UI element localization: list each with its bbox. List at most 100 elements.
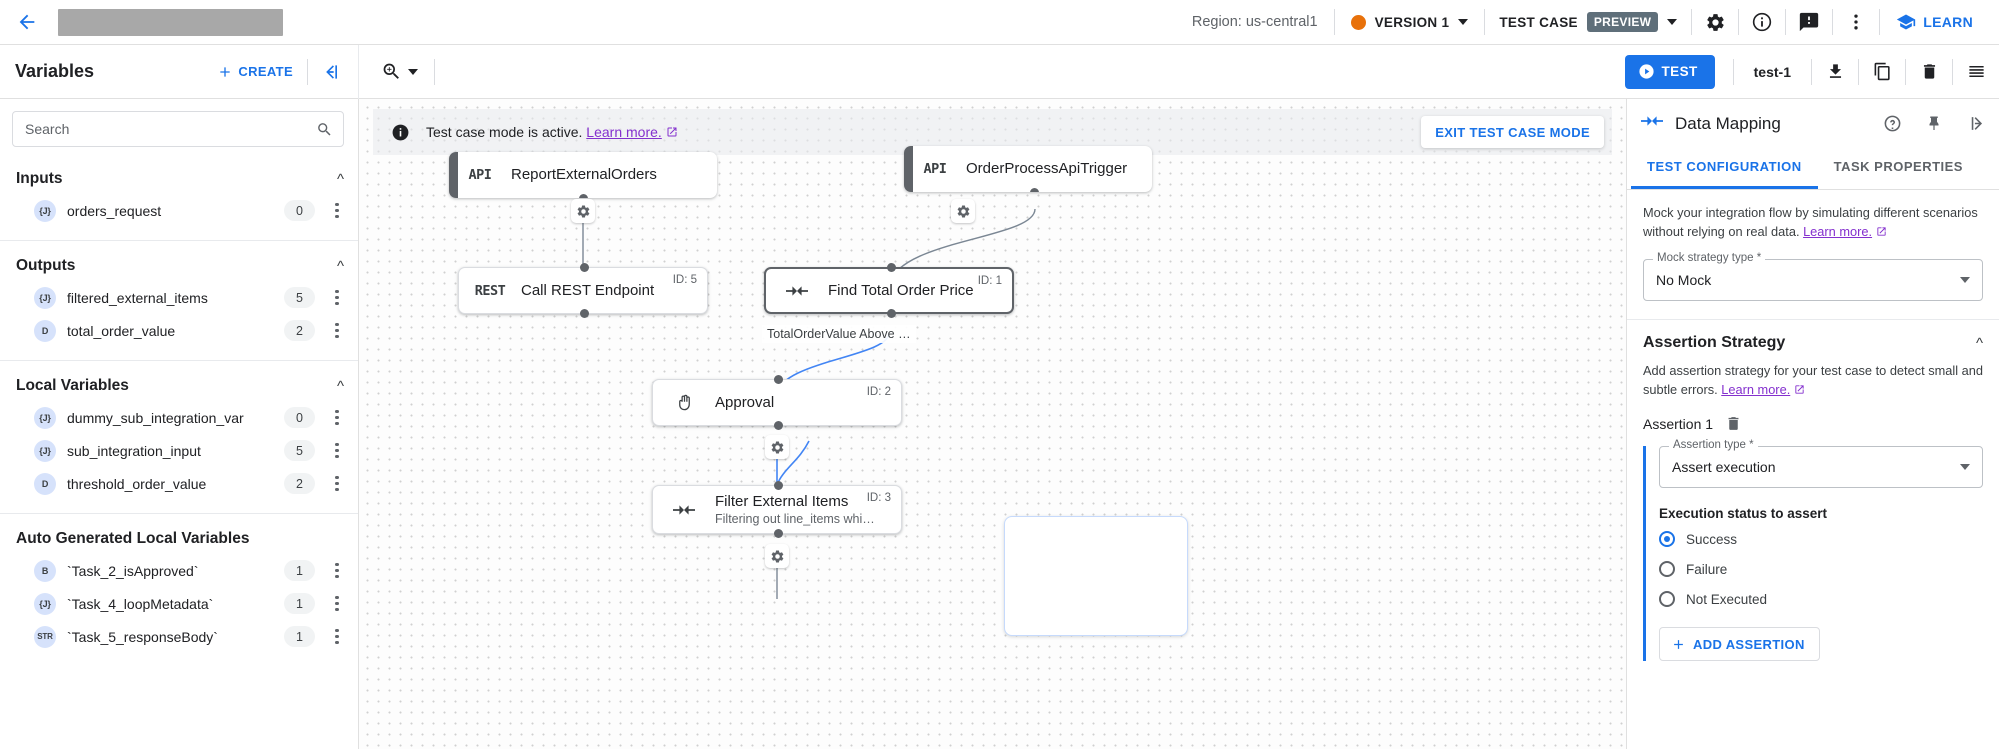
node-report-external-orders[interactable]: API ReportExternalOrders: [449, 152, 717, 198]
test-case-name[interactable]: test-1: [1753, 63, 1791, 80]
edge-settings-gear-icon[interactable]: [765, 435, 789, 459]
more-vert-icon[interactable]: [326, 443, 348, 458]
node-port-in[interactable]: [887, 263, 896, 272]
radio-failure[interactable]: Failure: [1659, 557, 1983, 581]
divider: [1691, 9, 1693, 35]
node-approval[interactable]: Approval ID: 2: [652, 375, 902, 430]
delete-icon[interactable]: [1725, 415, 1742, 432]
version-label: VERSION 1: [1374, 14, 1450, 30]
mock-config-card[interactable]: [1004, 516, 1188, 636]
version-status-dot: [1350, 14, 1366, 30]
list-item[interactable]: B `Task_2_isApproved` 1: [0, 554, 358, 587]
more-vert-icon[interactable]: [326, 203, 348, 218]
list-item[interactable]: D total_order_value 2: [0, 314, 358, 347]
collapse-left-icon[interactable]: [314, 54, 350, 90]
node-order-process-api-trigger[interactable]: API OrderProcessApiTrigger: [904, 146, 1152, 192]
gear-icon[interactable]: [1692, 0, 1738, 45]
more-vert-icon[interactable]: [326, 629, 348, 644]
more-vert-icon[interactable]: [326, 476, 348, 491]
node-port-out[interactable]: [887, 309, 896, 318]
radio-button[interactable]: [1659, 561, 1675, 578]
copy-icon[interactable]: [1859, 52, 1905, 92]
node-port-out[interactable]: [1030, 188, 1039, 192]
help-circle-icon[interactable]: [1877, 109, 1907, 139]
list-item[interactable]: D threshold_order_value 2: [0, 467, 358, 500]
delete-icon[interactable]: [1906, 52, 1952, 92]
more-vert-icon[interactable]: [326, 563, 348, 578]
integration-canvas[interactable]: Test case mode is active. Learn more. EX…: [359, 99, 1626, 749]
section-header-auto-generated[interactable]: Auto Generated Local Variables: [0, 514, 358, 554]
node-body: Call REST Endpoint: [521, 282, 707, 300]
open-in-new-icon: [1795, 385, 1804, 394]
edge-settings-gear-icon[interactable]: [571, 199, 595, 223]
assertion-learn-more-link[interactable]: Learn more.: [1721, 381, 1791, 397]
node-port-out[interactable]: [580, 309, 589, 318]
tab-task-properties[interactable]: TASK PROPERTIES: [1833, 159, 1963, 174]
assertion-strategy-header[interactable]: Assertion Strategy ^: [1627, 320, 1999, 352]
more-vert-icon[interactable]: [1833, 0, 1879, 45]
more-vert-icon[interactable]: [326, 290, 348, 305]
exit-test-case-mode-button[interactable]: EXIT TEST CASE MODE: [1421, 116, 1604, 148]
mock-strategy-block: Mock your integration flow by simulating…: [1627, 190, 1999, 321]
mock-learn-more-link[interactable]: Learn more.: [1803, 223, 1873, 239]
node-port-out[interactable]: [774, 421, 783, 430]
create-variable-button[interactable]: CREATE: [209, 58, 301, 86]
add-assertion-button[interactable]: ADD ASSERTION: [1659, 627, 1820, 662]
test-case-selector[interactable]: TEST CASE PREVIEW: [1485, 12, 1691, 32]
radio-button[interactable]: [1659, 591, 1675, 608]
mock-strategy-value: No Mock: [1656, 272, 1712, 289]
chevron-down-icon: [1458, 19, 1469, 25]
assertion-item-header: Assertion 1: [1643, 415, 1983, 432]
list-item[interactable]: {J} dummy_sub_integration_var 0: [0, 401, 358, 434]
list-item[interactable]: {J} filtered_external_items 5: [0, 281, 358, 314]
mock-strategy-select[interactable]: Mock strategy type * No Mock: [1643, 252, 1983, 302]
assertion-name: Assertion 1: [1643, 415, 1714, 432]
list-item[interactable]: {J} `Task_4_loopMetadata` 1: [0, 587, 358, 620]
node-find-total-order-price[interactable]: Find Total Order Price ID: 1: [764, 263, 1014, 318]
edge-settings-gear-icon[interactable]: [951, 199, 975, 223]
download-icon[interactable]: [1812, 52, 1858, 92]
variable-name: `Task_4_loopMetadata`: [67, 595, 214, 612]
more-vert-icon[interactable]: [326, 596, 348, 611]
info-icon[interactable]: [1739, 0, 1785, 45]
node-filter-external-items[interactable]: Filter External Items Filtering out line…: [652, 481, 902, 538]
node-call-rest-endpoint[interactable]: REST Call REST Endpoint ID: 5: [458, 263, 708, 318]
assertion-type-select[interactable]: Assertion type * Assert execution: [1659, 439, 1983, 489]
zoom-control[interactable]: [359, 61, 434, 82]
divider: [1738, 9, 1740, 35]
search-box[interactable]: [12, 111, 344, 147]
list-icon[interactable]: [1953, 52, 1999, 92]
node-port-in[interactable]: [580, 263, 589, 272]
integration-name-redacted: [58, 8, 283, 36]
learn-button[interactable]: LEARN: [1880, 12, 1985, 32]
type-badge: D: [34, 472, 56, 495]
search-input[interactable]: [25, 121, 316, 137]
radio-success[interactable]: Success: [1659, 527, 1983, 551]
node-port-in[interactable]: [774, 375, 783, 384]
list-item[interactable]: STR `Task_5_responseBody` 1: [0, 620, 358, 653]
data-mapping-icon: [1641, 113, 1663, 134]
back-arrow-icon[interactable]: [10, 5, 44, 39]
version-selector[interactable]: VERSION 1: [1335, 14, 1485, 30]
node-port-out[interactable]: [774, 529, 783, 538]
node-port-in[interactable]: [774, 481, 783, 490]
banner-learn-more-link[interactable]: Learn more.: [586, 124, 662, 140]
expand-right-icon[interactable]: [1961, 109, 1991, 139]
section-header-outputs[interactable]: Outputs ^: [0, 241, 358, 281]
panel-header: Data Mapping: [1627, 99, 1999, 148]
feedback-icon[interactable]: [1786, 0, 1832, 45]
node-title: ReportExternalOrders: [511, 166, 657, 183]
section-header-inputs[interactable]: Inputs ^: [0, 157, 358, 194]
test-button[interactable]: TEST: [1624, 54, 1715, 89]
node-port-out[interactable]: [579, 194, 588, 198]
more-vert-icon[interactable]: [326, 323, 348, 338]
edge-settings-gear-icon[interactable]: [765, 544, 789, 568]
radio-not-executed[interactable]: Not Executed: [1659, 587, 1983, 611]
tab-test-configuration[interactable]: TEST CONFIGURATION: [1631, 148, 1818, 189]
section-header-local-variables[interactable]: Local Variables ^: [0, 361, 358, 401]
more-vert-icon[interactable]: [326, 410, 348, 425]
list-item[interactable]: {J} sub_integration_input 5: [0, 434, 358, 467]
radio-button[interactable]: [1659, 531, 1675, 548]
list-item[interactable]: {J} orders_request 0: [0, 194, 358, 227]
pin-icon[interactable]: [1919, 109, 1949, 139]
